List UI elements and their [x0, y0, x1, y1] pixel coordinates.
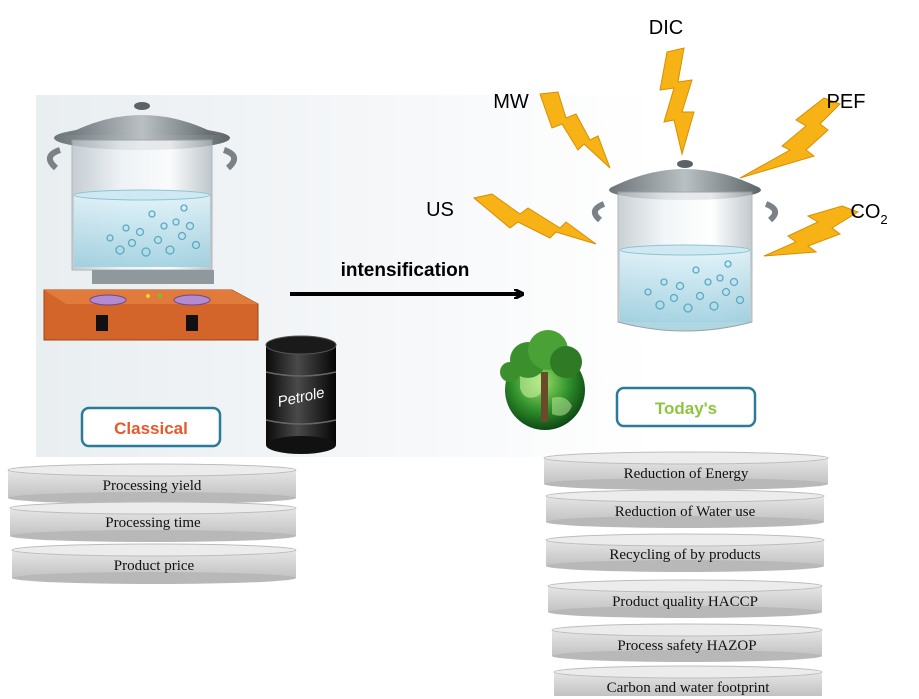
bolt-pef-icon [739, 97, 841, 179]
energy-us-label: US [426, 199, 454, 221]
energy-pef-label: PEF [827, 91, 866, 113]
todays-badge [615, 386, 757, 428]
intensification-label: intensification [341, 260, 470, 281]
bolt-mw-icon [539, 91, 611, 169]
classical-item-label: Processing yield [103, 478, 202, 494]
classical-disk-stack: Processing yield Processing time Product… [7, 463, 297, 584]
todays-disk-6: Carbon and water footprint [553, 665, 823, 696]
todays-disk-2: Reduction of Water use [545, 489, 825, 528]
bolt-co2-icon [763, 205, 860, 257]
todays-disk-stack: Reduction of Energy Reduction of Water u… [543, 451, 829, 696]
todays-pot-icon [591, 160, 779, 332]
bolt-dic-icon [659, 47, 695, 156]
todays-item-label: Recycling of by products [609, 547, 760, 563]
classical-disk-2: Processing time [9, 501, 297, 542]
todays-disk-1: Reduction of Energy [543, 451, 829, 490]
energy-dic-label: DIC [649, 17, 683, 39]
todays-item-label: Process safety HAZOP [617, 638, 756, 654]
lightning-bolts [472, 47, 860, 257]
todays-item-label: Reduction of Water use [615, 504, 756, 520]
todays-disk-5: Process safety HAZOP [551, 623, 823, 662]
todays-item-label: Reduction of Energy [624, 466, 749, 482]
bolt-us-icon [472, 193, 597, 245]
oil-barrel-icon: Petrole [265, 335, 337, 454]
classical-item-label: Processing time [105, 515, 201, 531]
classical-item-label: Product price [114, 558, 195, 574]
classical-disk-1: Processing yield [7, 463, 297, 504]
todays-disk-3: Recycling of by products [545, 533, 825, 572]
classical-disk-3: Product price [11, 543, 297, 584]
energy-co2-label: CO2 [850, 201, 887, 227]
todays-item-label: Carbon and water footprint [607, 680, 771, 696]
todays-label: Today's [655, 399, 717, 418]
todays-item-label: Product quality HACCP [612, 594, 758, 610]
energy-mw-label: MW [493, 91, 529, 113]
classical-pot-icon [43, 102, 259, 341]
green-earth-tree-icon [500, 330, 585, 430]
classical-badge [80, 406, 222, 448]
classical-label: Classical [114, 419, 188, 438]
todays-disk-4: Product quality HACCP [547, 579, 823, 618]
